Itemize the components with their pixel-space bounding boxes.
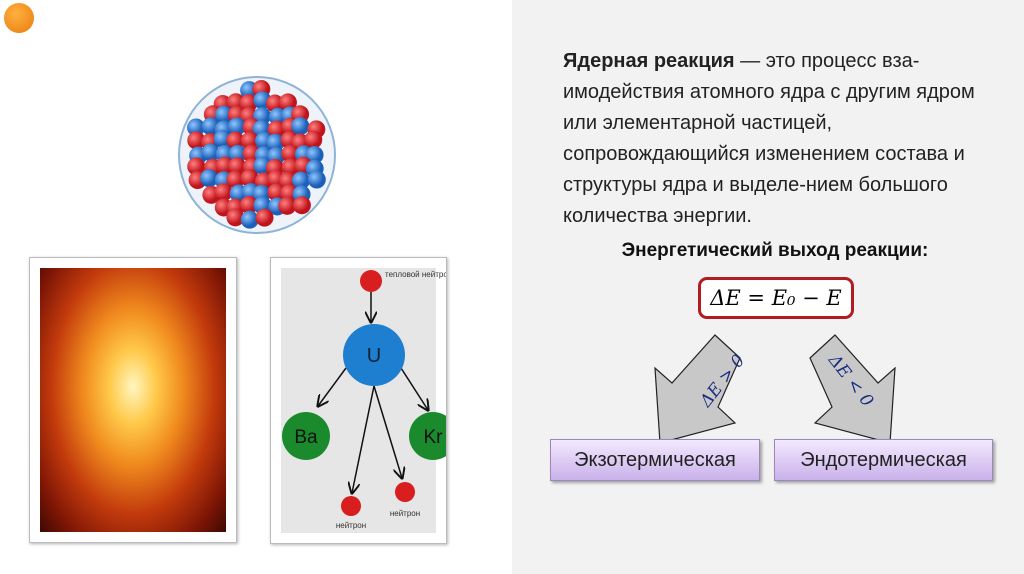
exothermic-button[interactable]: Экзотермическая xyxy=(550,439,760,481)
definition-text: Ядерная реакция — это процесс вза-имодей… xyxy=(563,46,1003,232)
thermal-neutron-label: тепловой нейтрон xyxy=(385,270,446,279)
definition-body: — это процесс вза-имодействия атомного я… xyxy=(563,50,975,227)
neutron-label-1: нейтрон xyxy=(336,521,366,530)
explosion-image xyxy=(29,257,237,543)
definition-term: Ядерная реакция xyxy=(563,50,735,72)
endothermic-button[interactable]: Эндотермическая xyxy=(774,439,993,481)
krypton-label: Kr xyxy=(424,427,444,448)
arrow-left-icon xyxy=(654,334,741,444)
orange-dot-decoration xyxy=(4,3,34,33)
energy-formula: ΔE = E₀ − E xyxy=(698,277,854,319)
fission-diagram: U Ba Kr тепловой нейтрон нейтрон нейтрон xyxy=(270,257,447,544)
neutron-label-2: нейтрон xyxy=(390,509,420,518)
energy-yield-heading: Энергетический выход реакции: xyxy=(621,240,929,261)
arrows: ΔE > 0 ΔE < 0 xyxy=(654,334,896,444)
nucleus-illustration xyxy=(178,76,336,234)
uranium-label: U xyxy=(367,345,381,367)
barium-label: Ba xyxy=(294,427,318,448)
arrow-right-icon xyxy=(809,334,896,444)
